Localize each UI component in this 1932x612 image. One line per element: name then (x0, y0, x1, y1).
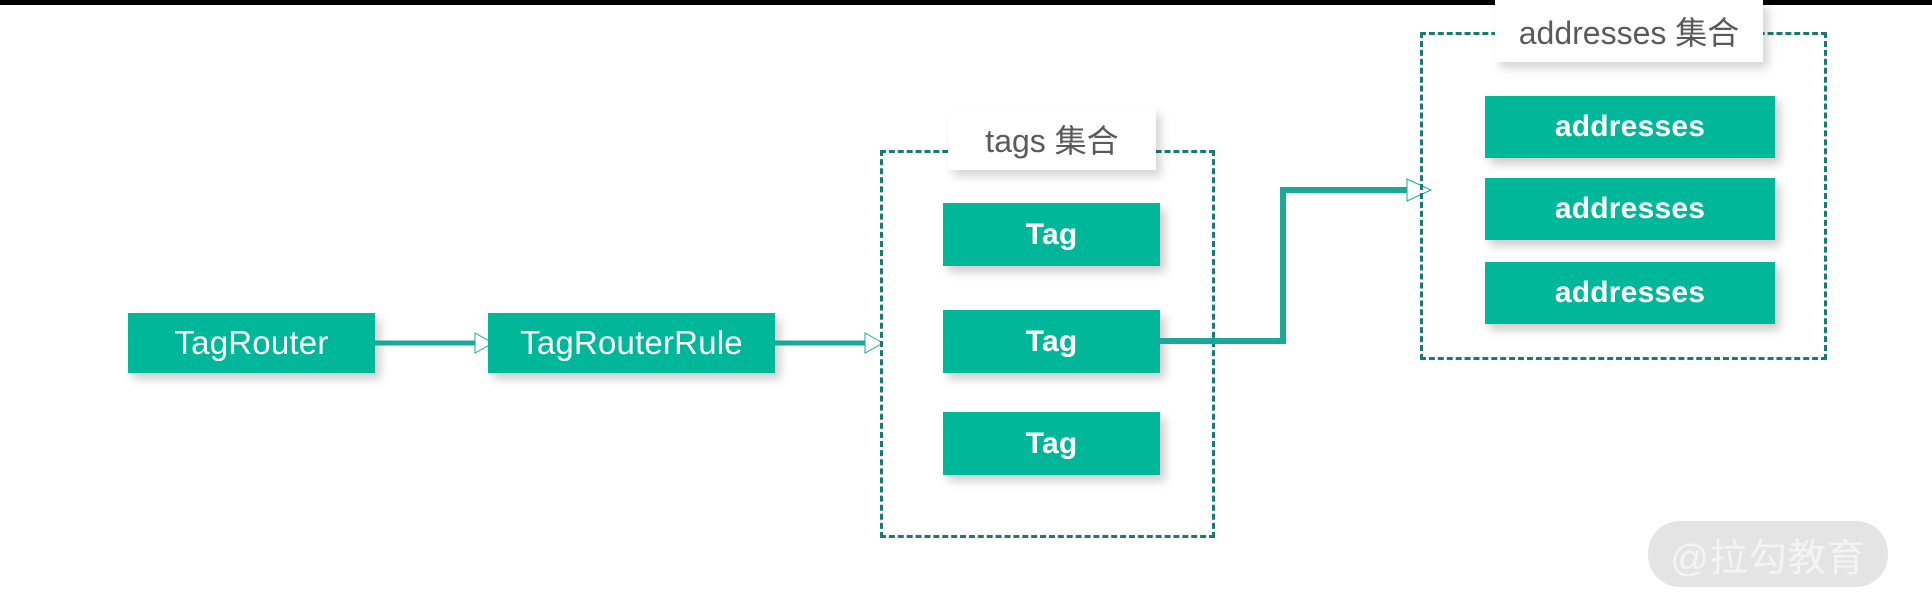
tag-item-3[interactable]: Tag (943, 412, 1160, 475)
address-item-3-label: addresses (1554, 276, 1706, 309)
address-item-1[interactable]: addresses (1485, 96, 1775, 158)
node-tag-router-rule[interactable]: TagRouterRule (488, 313, 775, 373)
watermark: @拉勾教育 (1648, 521, 1888, 587)
connector-tag-to-addresses (1155, 178, 1433, 344)
tag-item-1-label: Tag (1025, 217, 1078, 251)
connector-tagrouter-to-rule (375, 332, 495, 354)
top-black-bar (0, 0, 1932, 5)
connector-rule-to-tags (775, 332, 885, 354)
tag-item-1[interactable]: Tag (943, 203, 1160, 266)
address-item-2[interactable]: addresses (1485, 178, 1775, 240)
watermark-label: @拉勾教育 (1670, 537, 1866, 580)
tag-item-2[interactable]: Tag (943, 310, 1160, 373)
node-tag-router[interactable]: TagRouter (128, 313, 375, 373)
address-item-1-label: addresses (1554, 110, 1706, 143)
tag-item-3-label: Tag (1025, 426, 1078, 460)
group-addresses-caption: addresses 集合 (1495, 0, 1763, 62)
address-item-3[interactable]: addresses (1485, 262, 1775, 324)
group-tags-caption: tags 集合 (948, 108, 1156, 170)
address-item-2-label: addresses (1554, 192, 1706, 225)
group-tags-caption-label: tags 集合 (985, 123, 1119, 159)
tag-item-2-label: Tag (1025, 324, 1078, 358)
node-tag-router-label: TagRouter (174, 324, 329, 361)
group-addresses-caption-label: addresses 集合 (1518, 15, 1740, 51)
node-tag-router-rule-label: TagRouterRule (520, 324, 743, 361)
